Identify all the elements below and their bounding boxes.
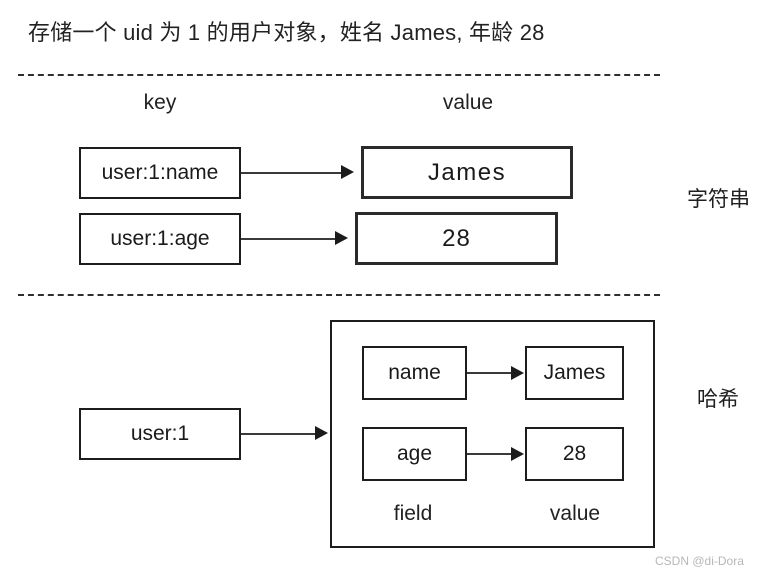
string-key-box-age: user:1:age	[79, 213, 241, 265]
type-label-hash: 哈希	[697, 388, 739, 411]
column-header-key: key	[143, 91, 177, 114]
divider-top	[18, 74, 660, 76]
type-label-string: 字符串	[687, 188, 750, 211]
column-header-value: value	[442, 91, 494, 114]
divider-middle	[18, 294, 660, 296]
string-value-box-name: James	[361, 146, 573, 199]
hash-value-box-age: 28	[525, 427, 624, 481]
arrow-head-icon-age	[335, 231, 348, 245]
arrow-head-icon-hash-name	[511, 366, 524, 380]
arrow-line-hash-name	[467, 372, 513, 374]
string-value-box-age: 28	[355, 212, 558, 265]
hash-field-column-label: field	[393, 502, 433, 525]
page-title: 存储一个 uid 为 1 的用户对象，姓名 James, 年龄 28	[28, 20, 545, 45]
hash-field-box-name: name	[362, 346, 467, 400]
arrow-head-icon-hash-age	[511, 447, 524, 461]
arrow-line-hash	[241, 433, 317, 435]
arrow-line-name	[241, 172, 343, 174]
arrow-line-age	[241, 238, 337, 240]
hash-key-box: user:1	[79, 408, 241, 460]
hash-field-box-age: age	[362, 427, 467, 481]
hash-value-box-name: James	[525, 346, 624, 400]
watermark: CSDN @di-Dora	[655, 554, 744, 568]
hash-value-column-label: value	[549, 502, 601, 525]
arrow-head-icon-hash	[315, 426, 328, 440]
arrow-line-hash-age	[467, 453, 513, 455]
arrow-head-icon-name	[341, 165, 354, 179]
string-key-box-name: user:1:name	[79, 147, 241, 199]
